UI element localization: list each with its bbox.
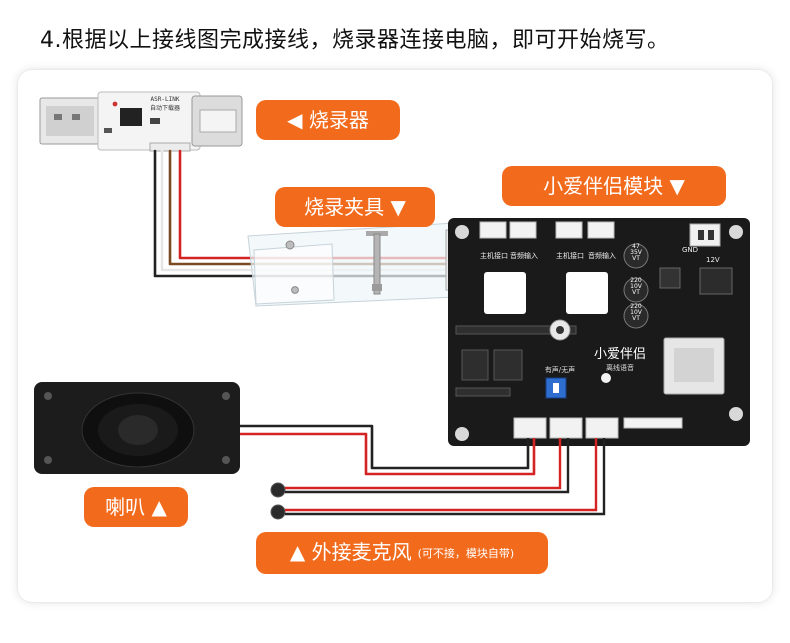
usb-burner-name: ASR-LINK (151, 96, 180, 103)
usb-burner-subtitle: 自动下载器 (150, 104, 180, 112)
label-burner: ◀ 烧录器 (256, 100, 400, 140)
label-module: 小爱伴侣模块 ▼ (502, 166, 726, 206)
port-host-1-label: 主机接口 (480, 251, 508, 260)
mic-1 (270, 438, 570, 498)
switch-label: 有声/无声 (545, 365, 575, 374)
port-audio-2-label: 音频输入 (588, 251, 616, 260)
label-mic-note: (可不接，模块自带) (417, 547, 515, 560)
speaker (34, 382, 240, 474)
label-speaker: 喇叭 ▲ (84, 487, 188, 527)
port-audio-1-label: 音频输入 (510, 251, 538, 260)
module-name: 小爱伴侣 (594, 347, 646, 362)
pin-12v-label: 12V (706, 256, 720, 264)
pin-gnd-label: GND (682, 246, 698, 254)
label-clamp: 烧录夹具 ▼ (275, 187, 435, 227)
label-mic: ▲ 外接麦克风 (可不接，模块自带) (256, 532, 548, 574)
label-mic-text: ▲ 外接麦克风 (289, 540, 412, 564)
usb-burner: ASR-LINK 自动下载器 (39, 91, 243, 152)
burn-clamp (247, 221, 479, 307)
speaker-wires (240, 424, 536, 476)
page-title: 4.根据以上接线图完成接线，烧录器连接电脑，即可开始烧写。 (40, 28, 670, 53)
module-subtitle: 离线语音 (606, 363, 634, 372)
port-host-2-label: 主机接口 (556, 251, 584, 260)
mic-2 (270, 438, 606, 520)
